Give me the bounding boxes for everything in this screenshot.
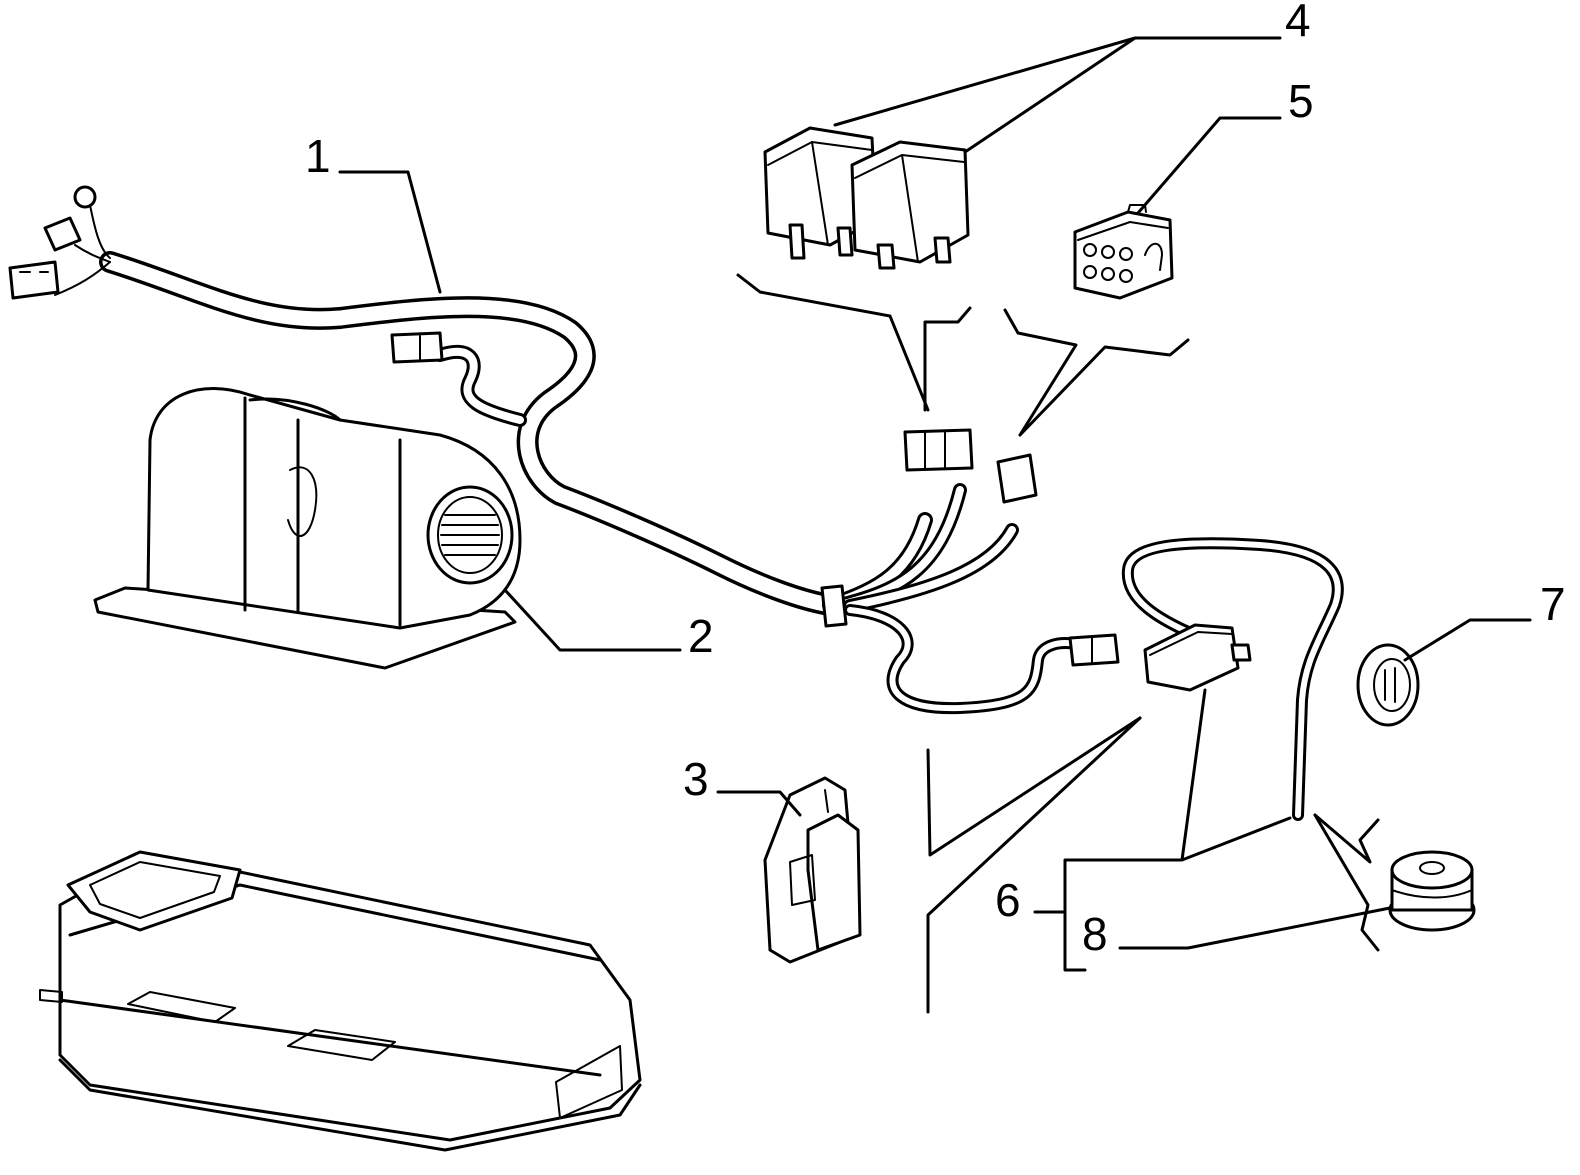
blower-fan-icon — [93, 387, 522, 670]
connector-block-icon — [1073, 204, 1174, 300]
callout-4: 4 — [1285, 0, 1311, 46]
grommet-icon — [1356, 643, 1420, 727]
callout-5: 5 — [1288, 75, 1314, 127]
callout-1: 1 — [305, 130, 331, 182]
callout-labels: 1 2 3 4 5 6 7 8 — [305, 0, 1566, 960]
temperature-sensor-icon — [1121, 537, 1344, 821]
resistor-module-icon — [763, 776, 862, 964]
callout-7: 7 — [1540, 578, 1566, 630]
heater-housing-icon — [39, 850, 642, 1152]
wiring-harness-icon — [8, 185, 1120, 715]
callout-2: 2 — [688, 610, 714, 662]
callout-6: 6 — [995, 874, 1021, 926]
callout-3: 3 — [683, 753, 709, 805]
rubber-mount-icon — [1388, 850, 1476, 932]
leader-lines — [338, 36, 1532, 1014]
relay-icon — [763, 126, 970, 270]
callout-8: 8 — [1082, 908, 1108, 960]
